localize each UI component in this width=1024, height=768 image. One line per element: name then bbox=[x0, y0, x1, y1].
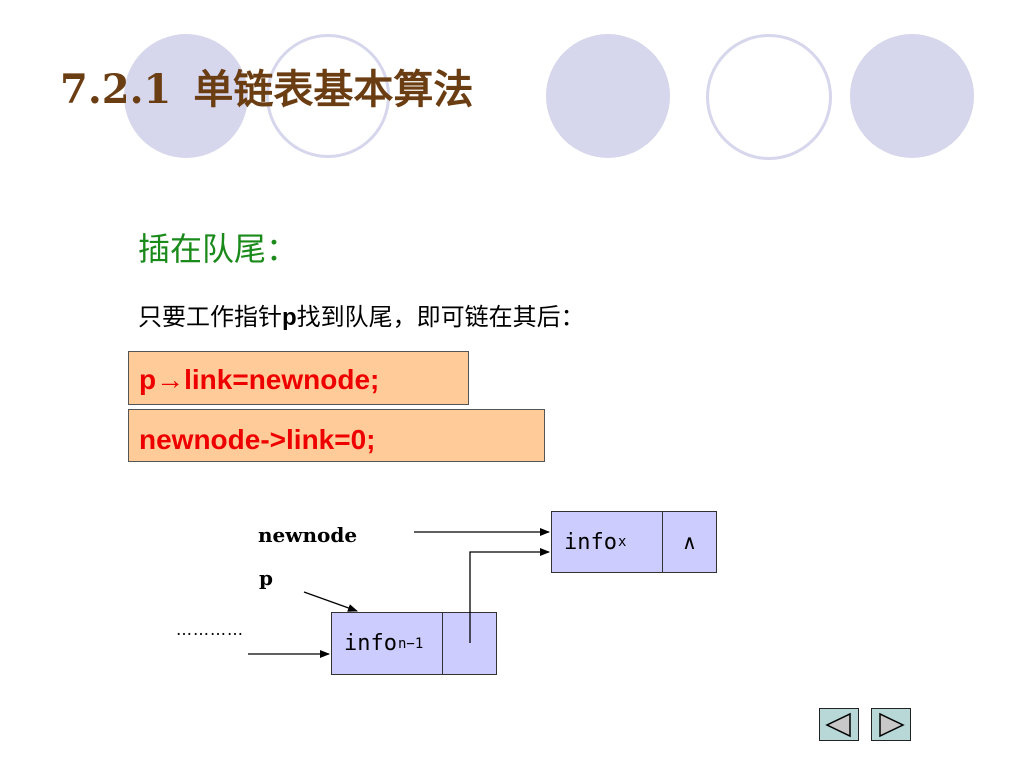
slide-title: 7.2.1 单链表基本算法 bbox=[60, 68, 473, 112]
label-p: p bbox=[259, 566, 273, 590]
section-heading: 插在队尾： bbox=[138, 230, 299, 268]
nav-prev-button[interactable] bbox=[819, 708, 859, 741]
slide-title-number: 7.2.1 bbox=[60, 66, 172, 113]
label-ellipsis: ………… bbox=[176, 620, 244, 639]
node-prev-link bbox=[443, 613, 496, 674]
code-line-1: p→link=newnode; bbox=[128, 351, 469, 405]
node-newnode-info-sub: x bbox=[617, 534, 627, 550]
node-newnode-info-text: info bbox=[564, 529, 617, 555]
nav-next-button[interactable] bbox=[871, 708, 911, 741]
decor-circle-1 bbox=[124, 34, 248, 158]
description-after: 找到队尾，即可链在其后： bbox=[296, 303, 585, 331]
description-pointer: p bbox=[282, 304, 297, 331]
description-before: 只要工作指针 bbox=[138, 303, 282, 331]
code-line-2: newnode->link=0; bbox=[128, 409, 545, 462]
node-prev-info-text: info bbox=[344, 631, 397, 656]
triangle-left-icon bbox=[825, 712, 851, 737]
description-text: 只要工作指针p找到队尾，即可链在其后： bbox=[138, 303, 585, 333]
decor-circle-3 bbox=[546, 34, 670, 158]
node-newnode-link: ∧ bbox=[682, 530, 697, 554]
arrow-p bbox=[303, 591, 358, 612]
triangle-right-icon bbox=[879, 712, 905, 737]
decor-circle-2 bbox=[266, 34, 390, 158]
decor-circle-4 bbox=[706, 34, 832, 160]
label-newnode: newnode bbox=[258, 523, 358, 547]
slide-title-text: 单链表基本算法 bbox=[193, 66, 474, 113]
node-prev-info-sub: n−1 bbox=[397, 635, 424, 652]
decor-circle-5 bbox=[850, 34, 974, 158]
